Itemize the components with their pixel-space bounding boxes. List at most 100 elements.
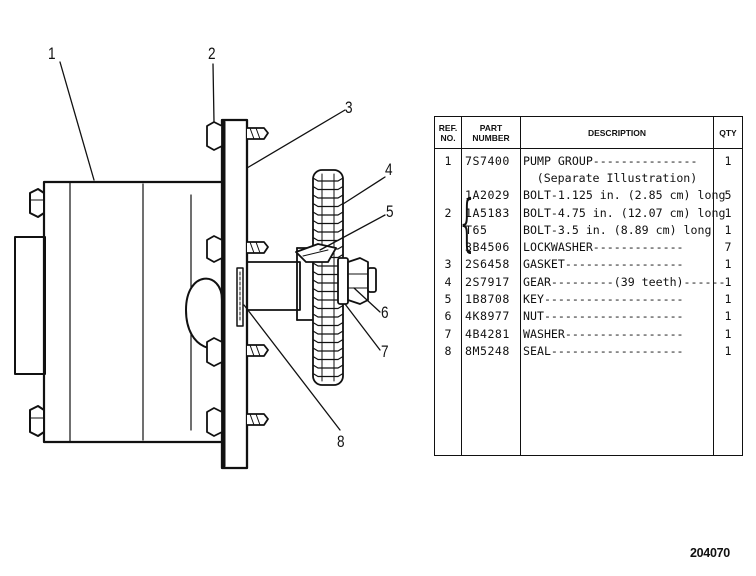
qty-cell: 1 [713, 324, 743, 343]
qty-cell: 1 [713, 273, 743, 291]
figure-code: 204070 [690, 546, 730, 560]
part-cell: 7S7400 [461, 148, 521, 170]
qty-cell: 1 [713, 203, 743, 222]
qty-cell: 7 [713, 238, 743, 256]
key [295, 243, 337, 263]
gear-tooth [312, 228, 344, 233]
part-cell: 2S6458 [461, 255, 521, 274]
ref-cell: 4 [434, 273, 462, 291]
gear-tooth [312, 177, 344, 182]
table-row: (Separate Illustration) [434, 169, 743, 187]
table-row: 3B4506 LOCKWASHER------------- 7 [434, 238, 743, 256]
callout-7: 7 [381, 342, 389, 361]
callout-5: 5 [386, 202, 394, 221]
pump-body [14, 180, 226, 444]
gear-tooth [312, 202, 344, 208]
description-cell: SEAL------------------- [520, 342, 714, 360]
gear-tooth [312, 194, 344, 199]
ref-cell: 2 [434, 203, 462, 222]
gear-tooth [312, 364, 344, 369]
callout-4: 4 [385, 160, 393, 179]
part-cell: 1A5183 [461, 203, 521, 222]
ref-cell: 8 [434, 342, 462, 360]
ref-cell: 3 [434, 255, 462, 274]
flange-plate [220, 118, 249, 470]
part-cell: 4K8977 [461, 307, 521, 325]
table-row: 7 4B4281 WASHER----------------- 1 [434, 324, 743, 343]
part-cell: 8M5248 [461, 342, 521, 360]
gear [312, 169, 344, 386]
gear-tooth [312, 313, 344, 318]
table-row: 8 8M5248 SEAL------------------- 1 [434, 342, 743, 360]
table-row: 6 4K8977 NUT-------------------- 1 [434, 307, 743, 325]
table-row: 3 2S6458 GASKET----------------- 1 [434, 255, 743, 274]
gear-tooth [312, 338, 344, 344]
table-row: 1A2029 BOLT-1.125 in. (2.85 cm) long 5 [434, 186, 743, 204]
callout-8: 8 [337, 432, 345, 451]
description-cell: (Separate Illustration) [520, 169, 714, 187]
ref-cell: 1 [434, 148, 462, 170]
flange-bolts [206, 121, 269, 437]
description-cell: PUMP GROUP--------------- [520, 148, 714, 170]
ref-cell: 5 [434, 290, 462, 308]
description-cell: NUT-------------------- [520, 307, 714, 325]
group-brace: { [459, 186, 474, 259]
callout-3: 3 [345, 98, 353, 117]
gear-tooth [312, 355, 344, 361]
gear-tooth [312, 347, 344, 352]
gear-tooth [312, 185, 344, 191]
body-bolt-heads [29, 188, 45, 437]
ref-cell [434, 169, 462, 187]
table-blank-area [434, 359, 743, 456]
table-row: 1 7S7400 PUMP GROUP--------------- 1 [434, 148, 743, 170]
table-row: 5 1B8708 KEY-------------------- 1 [434, 290, 743, 308]
callout-2: 2 [208, 44, 216, 63]
qty-cell: 1 [713, 255, 743, 274]
part-cell: 1B8708 [461, 290, 521, 308]
header-ref-no: REF.NO. [434, 116, 462, 149]
qty-cell: 5 [713, 186, 743, 204]
qty-cell: 1 [713, 221, 743, 239]
header-description: DESCRIPTION [520, 116, 714, 149]
ref-cell [434, 238, 462, 256]
description-cell: GASKET----------------- [520, 255, 714, 274]
callout-1: 1 [48, 44, 56, 63]
description-cell: LOCKWASHER------------- [520, 238, 714, 256]
ref-cell [434, 186, 462, 204]
part-cell: T65 [461, 221, 521, 239]
part-cell: 3B4506 [461, 238, 521, 256]
description-cell: BOLT-1.125 in. (2.85 cm) long [520, 186, 725, 204]
gear-tooth [312, 211, 344, 216]
ref-cell: 7 [434, 324, 462, 343]
ref-cell: 6 [434, 307, 462, 325]
description-cell: BOLT-3.5 in. (8.89 cm) long [520, 221, 714, 239]
qty-cell [713, 169, 743, 187]
part-cell: 1A2029 [461, 186, 521, 204]
callout-6: 6 [381, 303, 389, 322]
table-row: 2 1A5183 BOLT-4.75 in. (12.07 cm) long 1 [434, 203, 743, 222]
qty-cell: 1 [713, 307, 743, 325]
ref-cell [434, 221, 462, 239]
description-cell: KEY-------------------- [520, 290, 714, 308]
description-cell: BOLT-4.75 in. (12.07 cm) long [520, 203, 725, 222]
part-cell [461, 169, 521, 187]
gear-tooth [312, 304, 344, 310]
gear-tooth [312, 372, 344, 378]
part-cell: 2S7917 [461, 273, 521, 291]
qty-cell: 1 [713, 148, 743, 170]
gear-tooth [312, 321, 344, 327]
qty-cell: 1 [713, 290, 743, 308]
gear-tooth [312, 330, 344, 335]
pump-assembly-drawing [14, 61, 386, 470]
table-row: 4 2S7917 GEAR---------(39 teeth)------ 1 [434, 273, 743, 291]
header-qty: QTY [713, 116, 743, 149]
qty-cell: 1 [713, 342, 743, 360]
description-cell: WASHER----------------- [520, 324, 714, 343]
nut-and-washer [337, 257, 377, 305]
description-cell: GEAR---------(39 teeth)------ [520, 273, 725, 291]
table-row: T65 BOLT-3.5 in. (8.89 cm) long 1 [434, 221, 743, 239]
gear-tooth [312, 219, 344, 225]
